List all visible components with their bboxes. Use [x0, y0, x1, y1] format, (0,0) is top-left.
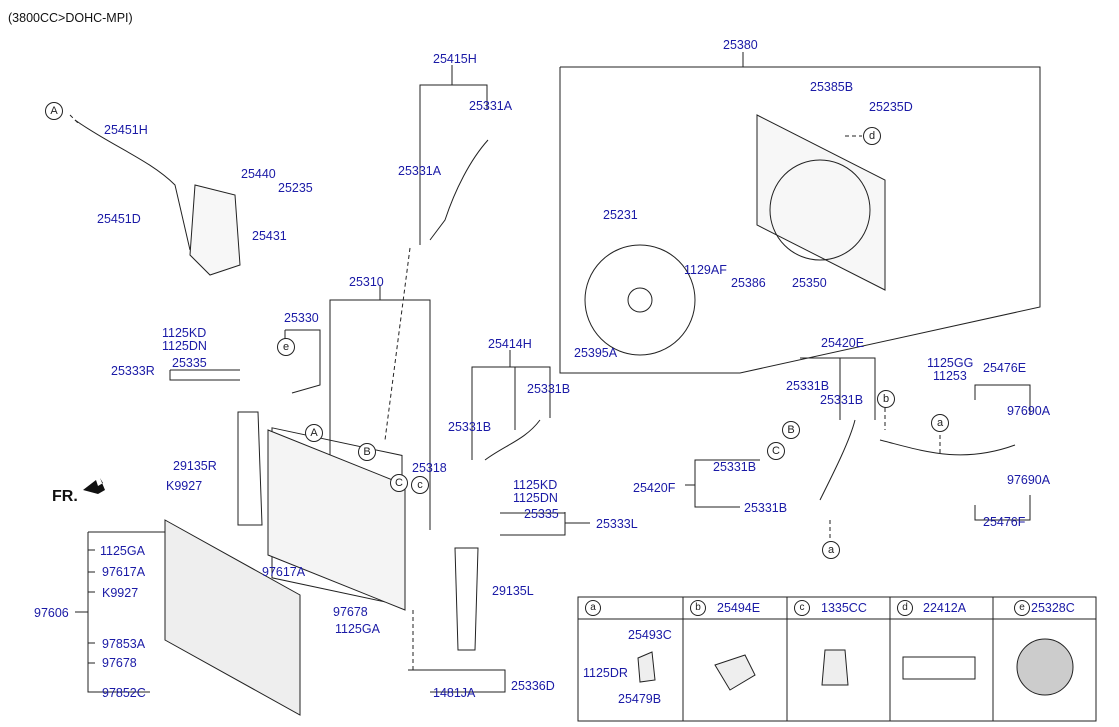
- part-1125DR[interactable]: 1125DR: [583, 666, 628, 680]
- part-25386[interactable]: 25386: [731, 276, 766, 290]
- legend-key-e: e: [1014, 600, 1030, 616]
- part-25420F[interactable]: 25420F: [633, 481, 676, 495]
- legend-key-b: b: [690, 600, 706, 616]
- part-29135L[interactable]: 29135L: [492, 584, 534, 598]
- part-25333L[interactable]: 25333L: [596, 517, 638, 531]
- part-25235D[interactable]: 25235D: [869, 100, 913, 114]
- part-25231[interactable]: 25231: [603, 208, 638, 222]
- callout-a-bottom: a: [822, 541, 840, 559]
- part-25385B[interactable]: 25385B: [810, 80, 854, 94]
- part-25440[interactable]: 25440: [241, 167, 276, 181]
- part-1125GA-left[interactable]: 1125GA: [100, 544, 145, 558]
- part-97678-left[interactable]: 97678: [102, 656, 137, 670]
- part-25476F[interactable]: 25476F: [983, 515, 1026, 529]
- callout-C-radiator: C: [390, 474, 408, 492]
- part-97606[interactable]: 97606: [34, 606, 69, 620]
- part-1125KD-left[interactable]: 1125KD: [162, 326, 207, 340]
- part-25310[interactable]: 25310: [349, 275, 384, 289]
- part-25420E[interactable]: 25420E: [821, 336, 865, 350]
- part-25451D[interactable]: 25451D: [97, 212, 141, 226]
- part-25330[interactable]: 25330: [284, 311, 319, 325]
- part-25415H[interactable]: 25415H: [433, 52, 477, 66]
- direction-label: FR.: [52, 488, 78, 505]
- legend-key-d: d: [897, 600, 913, 616]
- part-97617A-left[interactable]: 97617A: [102, 565, 146, 579]
- part-25451H[interactable]: 25451H: [104, 123, 148, 137]
- engine-note: (3800CC>DOHC-MPI): [8, 11, 133, 25]
- legend-part-e[interactable]: 25328C: [1031, 601, 1075, 615]
- part-25380[interactable]: 25380: [723, 38, 758, 52]
- legend-part-c[interactable]: 1335CC: [821, 601, 867, 615]
- callout-e-hose: e: [277, 338, 295, 356]
- part-1129AF[interactable]: 1129AF: [684, 263, 727, 277]
- part-1125DN-left[interactable]: 1125DN: [162, 339, 207, 353]
- part-25331B-b[interactable]: 25331B: [448, 420, 492, 434]
- part-25331B-c[interactable]: 25331B: [786, 379, 830, 393]
- callout-c-radiator: c: [411, 476, 429, 494]
- legend-key-c: c: [794, 600, 810, 616]
- callout-C-oil: C: [767, 442, 785, 460]
- part-25331A-top[interactable]: 25331A: [469, 99, 513, 113]
- part-1125KD-right[interactable]: 1125KD: [513, 478, 558, 492]
- callout-B-oil: B: [782, 421, 800, 439]
- legend-part-b[interactable]: 25494E: [717, 601, 761, 615]
- part-97690A-bottom[interactable]: 97690A: [1007, 473, 1051, 487]
- part-25479B[interactable]: 25479B: [618, 692, 662, 706]
- part-K9927[interactable]: K9927: [102, 586, 139, 600]
- part-11253[interactable]: 11253: [933, 369, 967, 383]
- part-25350[interactable]: 25350: [792, 276, 827, 290]
- front-arrow-icon: [83, 478, 105, 494]
- part-97678-right[interactable]: 97678: [333, 605, 368, 619]
- part-97617A-right[interactable]: 97617A: [262, 565, 306, 579]
- part-25336D[interactable]: 25336D: [511, 679, 555, 693]
- part-1481JA[interactable]: 1481JA: [433, 686, 476, 700]
- part-1125DN-right[interactable]: 1125DN: [513, 491, 558, 505]
- part-25476E[interactable]: 25476E: [983, 361, 1027, 375]
- part-25333R[interactable]: 25333R: [111, 364, 155, 378]
- part-25331B-a[interactable]: 25331B: [527, 382, 571, 396]
- legend-key-a: a: [585, 600, 601, 616]
- part-29135R[interactable]: 29135R: [173, 459, 217, 473]
- part-25493C[interactable]: 25493C: [628, 628, 672, 642]
- part-25431[interactable]: 25431: [252, 229, 287, 243]
- part-25318[interactable]: 25318: [412, 461, 447, 475]
- part-1125GG[interactable]: 1125GG: [927, 356, 974, 370]
- callout-A-radiator: A: [305, 424, 323, 442]
- part-1125GA-right[interactable]: 1125GA: [335, 622, 380, 636]
- callout-a-oil: a: [931, 414, 949, 432]
- part-25335-right[interactable]: 25335: [524, 507, 559, 521]
- part-K9927-top[interactable]: K9927: [166, 479, 203, 493]
- part-25331B-d[interactable]: 25331B: [820, 393, 864, 407]
- part-97853A[interactable]: 97853A: [102, 637, 146, 651]
- part-25395A[interactable]: 25395A: [574, 346, 618, 360]
- legend-part-d[interactable]: 22412A: [923, 601, 967, 615]
- part-97852C[interactable]: 97852C: [102, 686, 146, 700]
- part-25414H[interactable]: 25414H: [488, 337, 532, 351]
- callout-B-radiator: B: [358, 443, 376, 461]
- part-25235[interactable]: 25235: [278, 181, 313, 195]
- callout-b-oil: b: [877, 390, 895, 408]
- part-25331B-e[interactable]: 25331B: [713, 460, 757, 474]
- callout-d-fan: d: [863, 127, 881, 145]
- part-97690A-top[interactable]: 97690A: [1007, 404, 1051, 418]
- part-25331A-mid[interactable]: 25331A: [398, 164, 442, 178]
- part-25335-left[interactable]: 25335: [172, 356, 207, 370]
- part-25331B-f[interactable]: 25331B: [744, 501, 788, 515]
- callout-A-reservoir: A: [45, 102, 63, 120]
